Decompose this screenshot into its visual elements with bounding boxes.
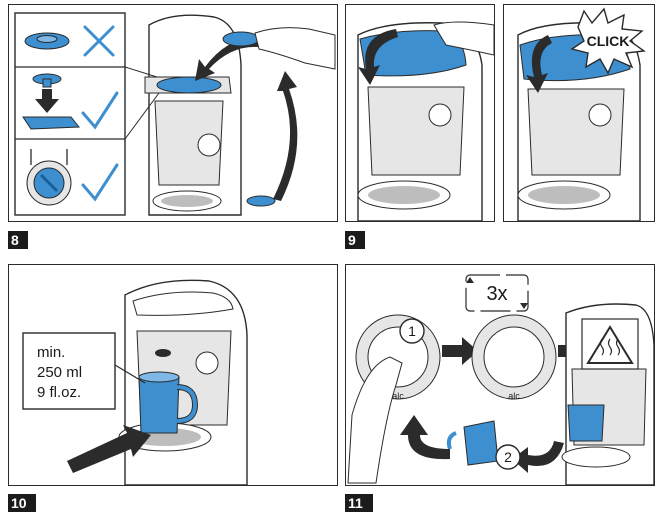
step-number-8: 8 xyxy=(8,231,28,249)
disc-wrong-icon xyxy=(24,32,70,50)
step-10-panel: min. 250 ml 9 fl.oz. xyxy=(8,264,338,486)
button-lit: alc xyxy=(471,314,557,401)
callout-2 xyxy=(495,444,521,470)
callout-1 xyxy=(399,318,425,344)
disc-holder-icon xyxy=(26,149,72,206)
step-number-11: 11 xyxy=(345,494,373,512)
check-icon xyxy=(81,91,119,130)
step-8-panel xyxy=(8,4,338,222)
button-pressed: alc xyxy=(347,314,441,484)
push-down-arrow-icon xyxy=(358,29,398,85)
button-label: alc xyxy=(392,391,404,401)
cup-icon xyxy=(567,404,605,442)
svg-text:1: 1 xyxy=(408,323,416,339)
insert-arrow-icon xyxy=(195,38,259,81)
cross-icon xyxy=(83,25,115,57)
step-11-illustration: 3x alc 1 alc xyxy=(347,274,654,485)
step-9-panel-click: CLICK xyxy=(503,4,655,222)
hand-icon xyxy=(222,27,336,207)
svg-text:alc: alc xyxy=(508,391,520,401)
cup-icon xyxy=(446,420,499,466)
repeat-frame xyxy=(465,274,529,312)
return-arrow-icon xyxy=(512,441,564,473)
step-9-panel-close xyxy=(345,4,495,222)
click-burst xyxy=(570,7,646,75)
back-arrow-icon xyxy=(400,415,450,460)
hot-surface-warning-icon xyxy=(586,325,634,364)
step-9-click-illustration: CLICK xyxy=(517,7,646,221)
volume-line-2: 250 ml xyxy=(37,364,82,381)
click-label: CLICK xyxy=(587,33,630,49)
step-10-illustration: min. 250 ml 9 fl.oz. xyxy=(22,279,248,485)
check-icon xyxy=(81,163,119,202)
step-11-panel: 3x alc 1 alc xyxy=(345,264,655,486)
disc-insert-icon xyxy=(22,73,81,130)
svg-text:2: 2 xyxy=(504,449,512,465)
step-number-9: 9 xyxy=(345,231,365,249)
volume-box xyxy=(22,332,116,410)
next-arrow-icon xyxy=(442,337,478,365)
volume-line-1: min. xyxy=(37,344,65,361)
hand-icon xyxy=(433,21,494,56)
close-arrow-icon xyxy=(273,71,298,201)
step-9-close-illustration xyxy=(357,21,494,221)
cup-icon xyxy=(138,371,199,434)
volume-line-3: 9 fl.oz. xyxy=(37,384,81,401)
finger-icon xyxy=(347,356,403,484)
repeat-label: 3x xyxy=(486,283,507,305)
push-down-arrow-icon xyxy=(526,35,552,93)
step-8-illustration xyxy=(14,12,336,216)
machine-open xyxy=(144,14,242,216)
insert-cup-arrow-icon xyxy=(67,425,151,473)
step-number-10: 10 xyxy=(8,494,36,512)
